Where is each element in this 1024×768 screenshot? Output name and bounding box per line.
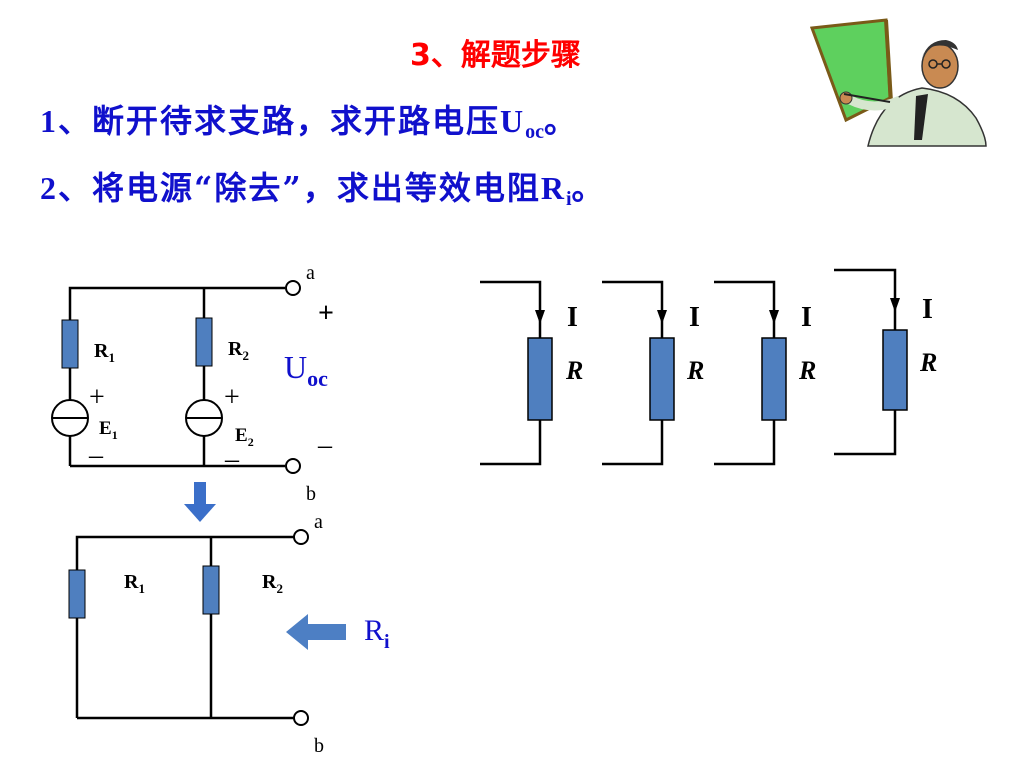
node-a-label: a <box>306 262 315 284</box>
step-1-period: 。 <box>544 102 579 140</box>
terminal-a <box>285 280 301 296</box>
step-2-symbol: R <box>540 170 566 206</box>
uoc-minus: – <box>317 430 333 461</box>
voltage-source-e2 <box>185 399 223 437</box>
teacher-pointing-at-board-icon <box>809 18 987 147</box>
branch-4-resistor <box>882 329 908 411</box>
branch-4-resistance: R <box>919 348 937 377</box>
down-arrow-icon <box>184 482 216 522</box>
branch-3-resistor <box>761 337 787 421</box>
current-arrow-icon <box>657 310 667 324</box>
e1-plus: + <box>89 382 105 413</box>
open-circuit-diagram: R1 R2 + E1 – + E2 – a b + Uoc – <box>51 262 334 505</box>
r2-label-equivalent: R2 <box>262 571 283 596</box>
terminal-b <box>285 458 301 474</box>
r2-label: R2 <box>228 338 249 363</box>
uoc-plus: + <box>318 298 334 329</box>
voltage-source-e1 <box>51 399 89 437</box>
r1-label: R1 <box>94 340 115 365</box>
branch-1-resistor <box>527 337 553 421</box>
branch-1: I R <box>480 280 583 466</box>
e2-label: E2 <box>235 425 254 449</box>
uoc-label: Uoc <box>284 349 328 391</box>
terminal-b-equivalent <box>293 710 309 726</box>
slide-title: 3、解题步骤 <box>410 38 581 73</box>
current-arrow-icon <box>769 310 779 324</box>
branch-1-resistance: R <box>565 356 583 385</box>
step-2-period: 。 <box>571 169 606 207</box>
current-arrow-icon <box>535 310 545 324</box>
terminal-a-equivalent <box>293 529 309 545</box>
e1-label: E1 <box>99 418 118 442</box>
branch-diagrams: I R I R I R I R <box>480 268 937 466</box>
equivalent-resistance-diagram: R1 R2 a b Ri <box>68 511 390 757</box>
e2-minus: – <box>224 444 240 475</box>
r1-label-equivalent: R1 <box>124 571 145 596</box>
e2-plus: + <box>224 382 240 413</box>
step-2-subscript: i <box>565 188 572 210</box>
branch-4: I R <box>834 268 937 456</box>
branch-3-current: I <box>801 302 812 333</box>
current-arrow-icon <box>890 298 900 312</box>
resistor-r2 <box>195 317 213 367</box>
step-2: 2、将电源“除去”，求出等效电阻Ri。 <box>40 163 606 211</box>
left-arrow-icon <box>286 614 346 650</box>
node-b-label: b <box>306 483 316 505</box>
node-b-label-equivalent: b <box>314 735 324 757</box>
branch-4-current: I <box>922 294 933 325</box>
branch-3: I R <box>714 280 816 466</box>
resistor-r1-equivalent <box>68 569 86 619</box>
step-1-subscript: oc <box>525 121 545 143</box>
step-1-symbol: U <box>500 103 526 139</box>
step-1-text: 断开待求支路，求开路电压 <box>92 102 501 140</box>
resistor-r2-equivalent <box>202 565 220 615</box>
e1-minus: – <box>88 440 104 471</box>
step-1-number: 1、 <box>40 103 93 139</box>
branch-2-current: I <box>689 302 700 333</box>
step-2-number: 2、 <box>40 170 93 206</box>
node-a-label-equivalent: a <box>314 511 323 533</box>
branch-2: I R <box>602 280 704 466</box>
branch-3-resistance: R <box>798 356 816 385</box>
step-2-text: 将电源“除去”，求出等效电阻 <box>92 169 541 207</box>
resistor-r1 <box>61 319 79 369</box>
step-1: 1、断开待求支路，求开路电压Uoc。 <box>40 96 578 144</box>
branch-1-current: I <box>567 302 578 333</box>
branch-2-resistance: R <box>686 356 704 385</box>
ri-label: Ri <box>364 614 390 653</box>
branch-2-resistor <box>649 337 675 421</box>
